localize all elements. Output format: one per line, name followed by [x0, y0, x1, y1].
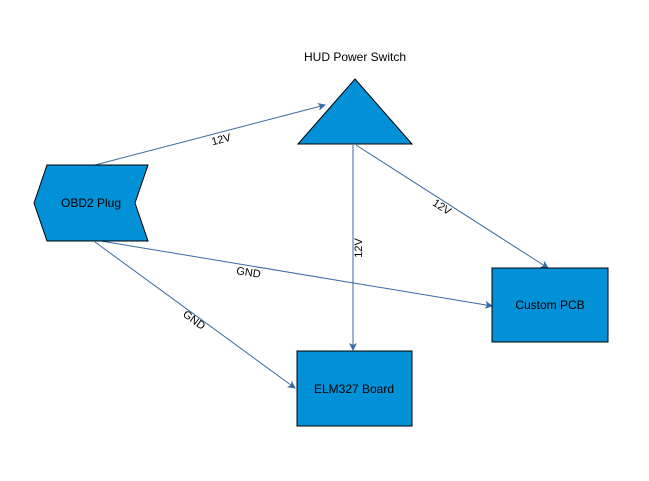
edge-switch-to-elm: 12V	[349, 145, 365, 351]
node-label-switch: HUD Power Switch	[304, 50, 406, 64]
node-label-elm: ELM327 Board	[314, 382, 394, 396]
node-custom-pcb[interactable]: Custom PCB	[491, 267, 609, 343]
node-label-obd2: OBD2 Plug	[61, 196, 121, 210]
node-label-pcb: Custom PCB	[515, 298, 584, 312]
edge-label-obd2-pcb: GND	[235, 265, 261, 281]
edge-label-obd2-switch: 12V	[210, 132, 233, 149]
edge-switch-to-pcb: 12V	[355, 144, 549, 269]
node-obd2-plug[interactable]: OBD2 Plug	[33, 164, 149, 242]
edge-obd2-to-switch: 12V	[94, 102, 326, 166]
edge-label-switch-elm: 12V	[353, 238, 365, 258]
edge-label-switch-pcb: 12V	[430, 197, 454, 218]
node-elm327-board[interactable]: ELM327 Board	[296, 350, 413, 427]
node-hud-power-switch[interactable]: HUD Power Switch	[296, 50, 414, 145]
edge-obd2-to-elm: GND	[94, 241, 296, 389]
edge-label-obd2-elm: GND	[180, 309, 207, 333]
edge-obd2-to-pcb: GND	[94, 239, 493, 309]
